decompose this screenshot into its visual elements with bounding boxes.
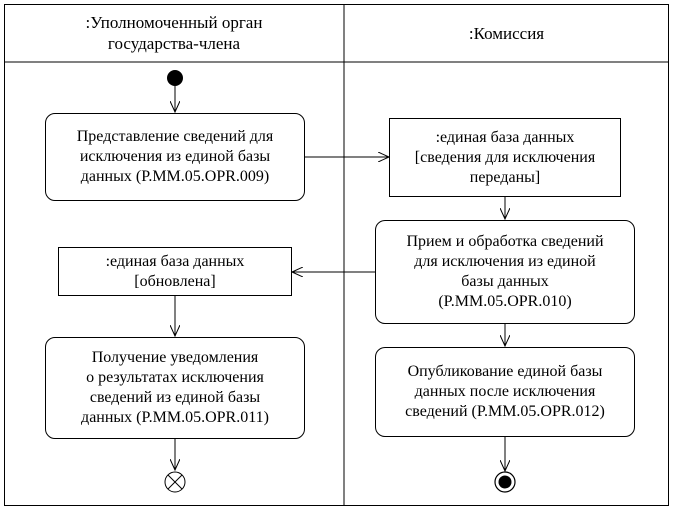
action-receive-notification: Получение уведомления о результатах искл… [45, 337, 305, 439]
lane-header-commission: :Комиссия [468, 23, 545, 43]
object-database-info-transferred: :единая база данных [сведения для исключ… [389, 118, 621, 197]
object-database-updated: :единая база данных [обновлена] [58, 247, 292, 296]
initial-node [167, 70, 183, 86]
action-submit-exclusion-info: Представление сведений для исключения из… [45, 113, 305, 201]
action-receive-and-process-info: Прием и обработка сведений для исключени… [375, 220, 635, 324]
lane-header-member-state-authority: :Уполномоченный орган государства-члена [85, 13, 263, 53]
action-publish-database: Опубликование единой базы данных после и… [375, 347, 635, 437]
flow-final-node [164, 471, 186, 493]
activity-final-node [494, 471, 516, 493]
diagram-frame [4, 4, 669, 506]
